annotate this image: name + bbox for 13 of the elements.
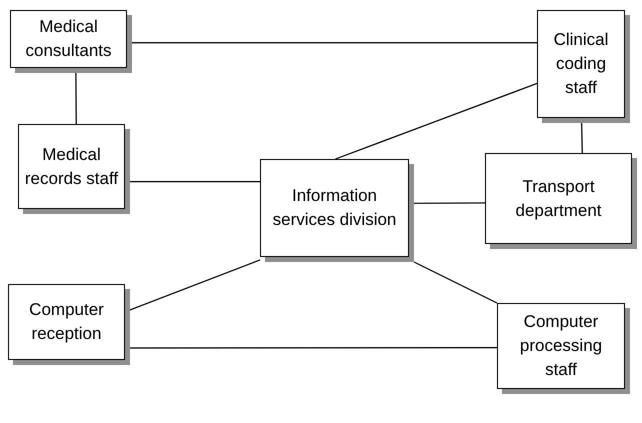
connector-line	[414, 261, 498, 304]
connector-line	[335, 82, 538, 160]
box-label: Medical consultants	[24, 16, 112, 62]
connector-line	[130, 259, 260, 310]
box-label: Information services division	[272, 185, 398, 231]
box-label: Medical records staff	[24, 144, 120, 190]
connector-line	[414, 202, 485, 204]
connector-line	[130, 181, 260, 182]
box-label: Computer reception	[28, 299, 105, 345]
box-label: Clinical coding staff	[552, 29, 610, 99]
box-label: Computer processing staff	[518, 311, 604, 381]
box-label: Transport department	[514, 176, 602, 222]
connector-line	[581, 122, 583, 154]
